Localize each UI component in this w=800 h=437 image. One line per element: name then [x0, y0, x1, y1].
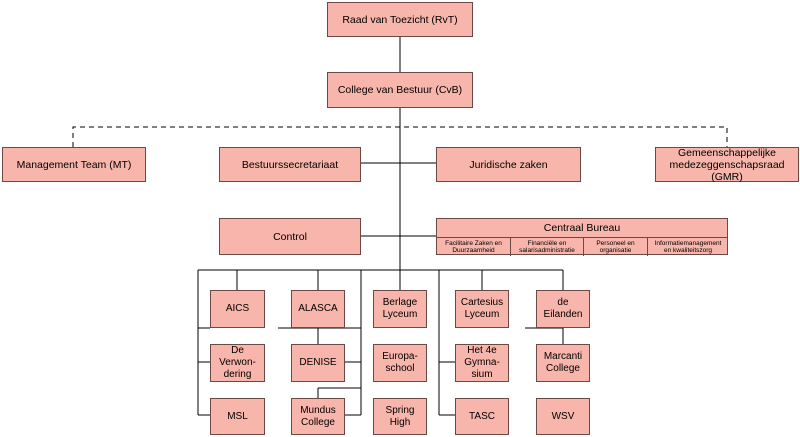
node-label: Bestuurssecretariaat [241, 158, 339, 171]
cb-department: Facilitaire Zaken en Duurzaamheid [437, 237, 510, 256]
school-label: Berlage Lyceum [382, 297, 418, 320]
school-label: DENISE [299, 357, 337, 368]
school-box: AICS [210, 290, 265, 328]
school-box: Spring High [373, 398, 427, 435]
school-box: Het 4e Gymna- sium [455, 344, 509, 382]
school-box: MSL [210, 398, 265, 435]
school-label: Het 4e Gymna- sium [464, 345, 500, 380]
node-label: Raad van Toezicht (RvT) [342, 13, 458, 26]
node-label: College van Bestuur (CvB) [337, 84, 463, 96]
school-label: Spring High [385, 404, 415, 428]
centraal-bureau-title: Centraal Bureau [543, 222, 621, 234]
node-juridische-zaken: Juridische zaken [436, 147, 581, 182]
school-label: Marcanti College [543, 351, 583, 374]
school-box: Berlage Lyceum [373, 290, 427, 328]
node-label: Management Team (MT) [16, 158, 132, 171]
school-label: ALASCA [298, 303, 338, 314]
node-label: Gemeenschappelijke medezeggenschapsraad … [669, 146, 785, 183]
school-box: TASC [455, 398, 509, 435]
school-box: WSV [536, 398, 590, 435]
school-box: De Verwon- dering [210, 344, 265, 382]
node-label: Juridische zaken [469, 158, 548, 171]
node-bestuurssecretariaat: Bestuurssecretariaat [219, 147, 361, 182]
school-box: Europa- school [373, 344, 427, 382]
node-gmr: Gemeenschappelijke medezeggenschapsraad … [655, 146, 799, 183]
school-box: Mundus College [291, 398, 345, 435]
school-box: DENISE [291, 344, 345, 382]
node-control: Control [219, 218, 361, 255]
school-box: Cartesius Lyceum [455, 290, 509, 328]
school-label: WSV [551, 410, 575, 422]
school-label: TASC [469, 410, 495, 422]
node-college-van-bestuur: College van Bestuur (CvB) [327, 72, 473, 108]
cb-department: Financiële en salarisadministratie [510, 237, 583, 256]
node-raad-van-toezicht: Raad van Toezicht (RvT) [327, 2, 473, 37]
school-box: de Eilanden [536, 290, 590, 328]
school-label: AICS [225, 303, 250, 314]
school-label: Europa- school [382, 351, 418, 374]
school-label: de Eilanden [543, 297, 583, 320]
school-box: ALASCA [291, 290, 345, 328]
school-label: Mundus College [300, 404, 336, 428]
node-label: Control [273, 230, 307, 243]
node-centraal-bureau: Centraal Bureau Facilitaire Zaken en Duu… [436, 218, 728, 256]
school-box: Marcanti College [536, 344, 590, 382]
school-label: Cartesius Lyceum [460, 297, 504, 320]
school-label: MSL [227, 410, 248, 422]
cb-department: Personeel en organisatie [583, 237, 647, 256]
school-label: De Verwon- dering [219, 345, 256, 380]
node-management-team: Management Team (MT) [2, 147, 146, 182]
cb-department: Informatiemanagement en kwaliteitszorg [647, 237, 728, 256]
